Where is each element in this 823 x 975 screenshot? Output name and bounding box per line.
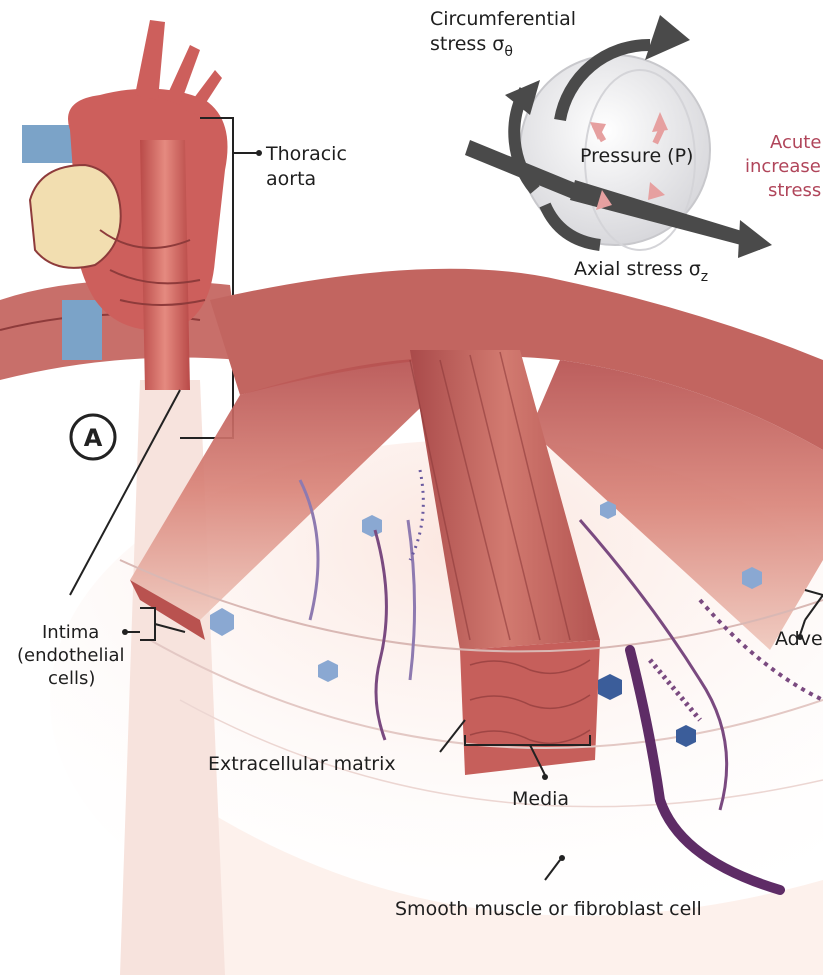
pressure-label: Pressure (P) bbox=[580, 145, 693, 167]
acute-label-line3: stress bbox=[768, 180, 821, 201]
acute-label-line1: Acute bbox=[770, 132, 821, 153]
circumferential-subscript: θ bbox=[504, 44, 513, 60]
fat-tissue bbox=[30, 165, 121, 268]
circumferential-stress-text: stress σ bbox=[430, 33, 504, 55]
thoracic-label-line1: Thoracic bbox=[265, 143, 347, 165]
adventitia-label: Adve bbox=[775, 628, 823, 650]
heart-illustration bbox=[0, 20, 240, 390]
smooth-muscle-label: Smooth muscle or fibroblast cell bbox=[395, 898, 702, 920]
circumferential-label-line2: stress σθ bbox=[430, 33, 513, 60]
panel-marker-a: A bbox=[71, 415, 115, 459]
intima-label-line3: cells) bbox=[48, 668, 95, 689]
axial-subscript: z bbox=[701, 269, 708, 285]
extracellular-matrix-label: Extracellular matrix bbox=[208, 753, 396, 775]
axial-stress-label: Axial stress σz bbox=[574, 258, 708, 285]
axial-stress-text: Axial stress σ bbox=[574, 258, 701, 280]
media-label: Media bbox=[512, 788, 569, 810]
acute-label-line2: increase bbox=[745, 156, 821, 177]
thoracic-label-line2: aorta bbox=[266, 168, 316, 190]
intima-label-line2: (endothelial bbox=[17, 645, 125, 666]
panel-marker-label: A bbox=[84, 424, 103, 452]
circumferential-label-line1: Circumferential bbox=[430, 8, 576, 30]
intima-label-line1: Intima bbox=[42, 622, 99, 643]
media-cross-section bbox=[460, 640, 600, 775]
vena-cava bbox=[62, 300, 102, 360]
